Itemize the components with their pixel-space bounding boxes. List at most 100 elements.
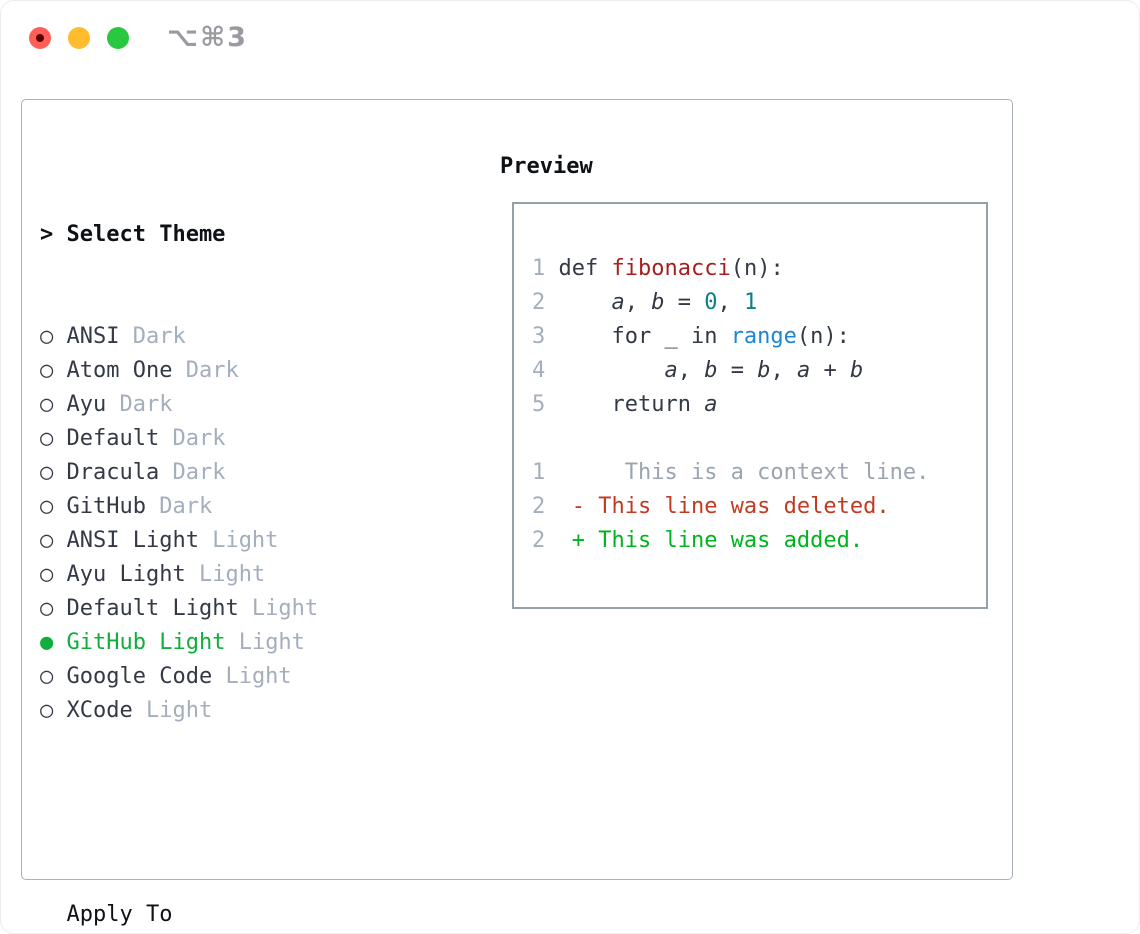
theme-item[interactable]: ○ XCode Light — [40, 694, 411, 728]
theme-name: Ayu — [66, 392, 107, 417]
code-segment: a — [704, 392, 718, 417]
code-segment: b — [651, 290, 665, 315]
theme-item[interactable]: ○ Ayu Light Light — [40, 558, 411, 592]
theme-list: > Select Theme ○ ANSI Dark○ Atom One Dar… — [40, 150, 411, 933]
line-number: 2 — [532, 290, 559, 315]
preview-heading: Preview — [500, 154, 593, 179]
radio-unselected-icon[interactable]: ○ — [40, 460, 67, 485]
code-line: 3 for _ in range(n): — [532, 320, 929, 354]
theme-variant: Dark — [106, 392, 173, 417]
theme-item[interactable]: ○ Ayu Dark — [40, 388, 411, 422]
radio-unselected-icon[interactable]: ○ — [40, 664, 67, 689]
theme-picker-panel: > Select Theme ○ ANSI Dark○ Atom One Dar… — [21, 99, 1013, 927]
theme-name: Default Light — [66, 596, 239, 621]
code-segment: 0 — [704, 290, 718, 315]
line-number: 4 — [532, 358, 559, 383]
theme-variant: Dark — [119, 324, 186, 349]
code-segment: , — [717, 290, 744, 315]
window-title: ⌥⌘3 — [167, 22, 248, 53]
apply-to-heading: Apply To — [66, 902, 173, 927]
theme-name: Dracula — [66, 460, 160, 485]
theme-item[interactable]: ○ Google Code Light — [40, 660, 411, 694]
theme-variant: Light — [225, 630, 305, 655]
theme-name: Default — [66, 426, 160, 451]
code-segment — [559, 290, 612, 315]
radio-unselected-icon[interactable]: ○ — [40, 324, 67, 349]
code-segment: (n): — [730, 256, 784, 281]
line-number: 1 — [532, 460, 559, 485]
code-segment: , — [770, 358, 797, 383]
radio-unselected-icon[interactable]: ○ — [40, 358, 67, 383]
line-number — [532, 426, 545, 451]
theme-variant: Dark — [145, 494, 213, 519]
select-theme-prompt: > Select Theme — [40, 222, 226, 247]
radio-unselected-icon[interactable]: ○ — [40, 392, 67, 417]
code-segment: a — [611, 290, 625, 315]
code-segment: a — [664, 358, 678, 383]
radio-unselected-icon[interactable]: ○ — [40, 528, 67, 553]
code-segment: b — [704, 358, 718, 383]
code-line: 4 a, b = b, a + b — [532, 354, 929, 388]
unsaved-dot-icon — [36, 34, 44, 42]
theme-item[interactable]: ○ Dracula Dark — [40, 456, 411, 490]
theme-variant: Light — [198, 528, 279, 553]
radio-unselected-icon[interactable]: ○ — [40, 494, 67, 519]
line-number: 3 — [532, 324, 559, 349]
theme-item[interactable]: ● GitHub Light Light — [40, 626, 411, 660]
theme-name: GitHub — [66, 494, 146, 519]
code-segment: - This line was deleted. — [558, 494, 890, 519]
theme-item[interactable]: ○ ANSI Dark — [40, 320, 411, 354]
radio-unselected-icon[interactable]: ○ — [40, 596, 67, 621]
titlebar — [29, 27, 129, 49]
code-segment: b — [757, 358, 771, 383]
theme-name: GitHub Light — [66, 630, 226, 655]
code-line: 5 return a — [532, 388, 929, 422]
code-line: 2 - This line was deleted. — [532, 490, 929, 524]
zoom-button-icon[interactable] — [107, 27, 129, 49]
theme-variant: Light — [212, 664, 292, 689]
code-segment: def — [558, 256, 612, 281]
radio-unselected-icon[interactable]: ○ — [40, 698, 67, 723]
code-segment: This is a context line. — [558, 460, 930, 485]
line-number: 5 — [532, 392, 559, 417]
code-segment: = — [664, 290, 705, 315]
code-segment: a — [796, 358, 811, 383]
line-number: 2 — [532, 494, 559, 519]
theme-name: Ayu Light — [66, 562, 186, 587]
spacer-row — [40, 796, 411, 830]
code-segment: b — [849, 358, 864, 383]
theme-item[interactable]: ○ GitHub Dark — [40, 490, 411, 524]
theme-items: ○ ANSI Dark○ Atom One Dark○ Ayu Dark○ De… — [40, 320, 411, 728]
theme-name: ANSI — [66, 324, 120, 349]
code-segment: range — [730, 324, 797, 349]
radio-unselected-icon[interactable]: ○ — [40, 426, 67, 451]
theme-variant: Dark — [159, 460, 226, 485]
radio-unselected-icon[interactable]: ○ — [40, 562, 67, 587]
close-button-icon[interactable] — [29, 27, 51, 49]
code-segment: = — [717, 358, 758, 383]
theme-item[interactable]: ○ Default Dark — [40, 422, 411, 456]
theme-item[interactable]: ○ ANSI Light Light — [40, 524, 411, 558]
theme-name: XCode — [66, 698, 133, 723]
theme-variant: Light — [185, 562, 266, 587]
minimize-button-icon[interactable] — [68, 27, 90, 49]
code-line: 1 def fibonacci(n): — [532, 252, 929, 286]
theme-item[interactable]: ○ Atom One Dark — [40, 354, 411, 388]
radio-selected-icon[interactable]: ● — [40, 630, 67, 655]
theme-variant: Light — [238, 596, 319, 621]
theme-variant: Dark — [172, 358, 239, 383]
theme-item[interactable]: ○ Default Light Light — [40, 592, 411, 626]
code-line — [532, 422, 929, 456]
code-line: 2 a, b = 0, 1 — [532, 286, 929, 320]
code-segment: 1 — [743, 290, 758, 315]
code-segment: + — [810, 358, 850, 383]
code-line: 1 This is a context line. — [532, 456, 929, 490]
code-segment: , — [677, 358, 705, 383]
line-number: 2 — [532, 528, 559, 553]
theme-name: Atom One — [66, 358, 173, 383]
code-line: 2 + This line was added. — [532, 524, 929, 558]
line-number: 1 — [532, 256, 559, 281]
